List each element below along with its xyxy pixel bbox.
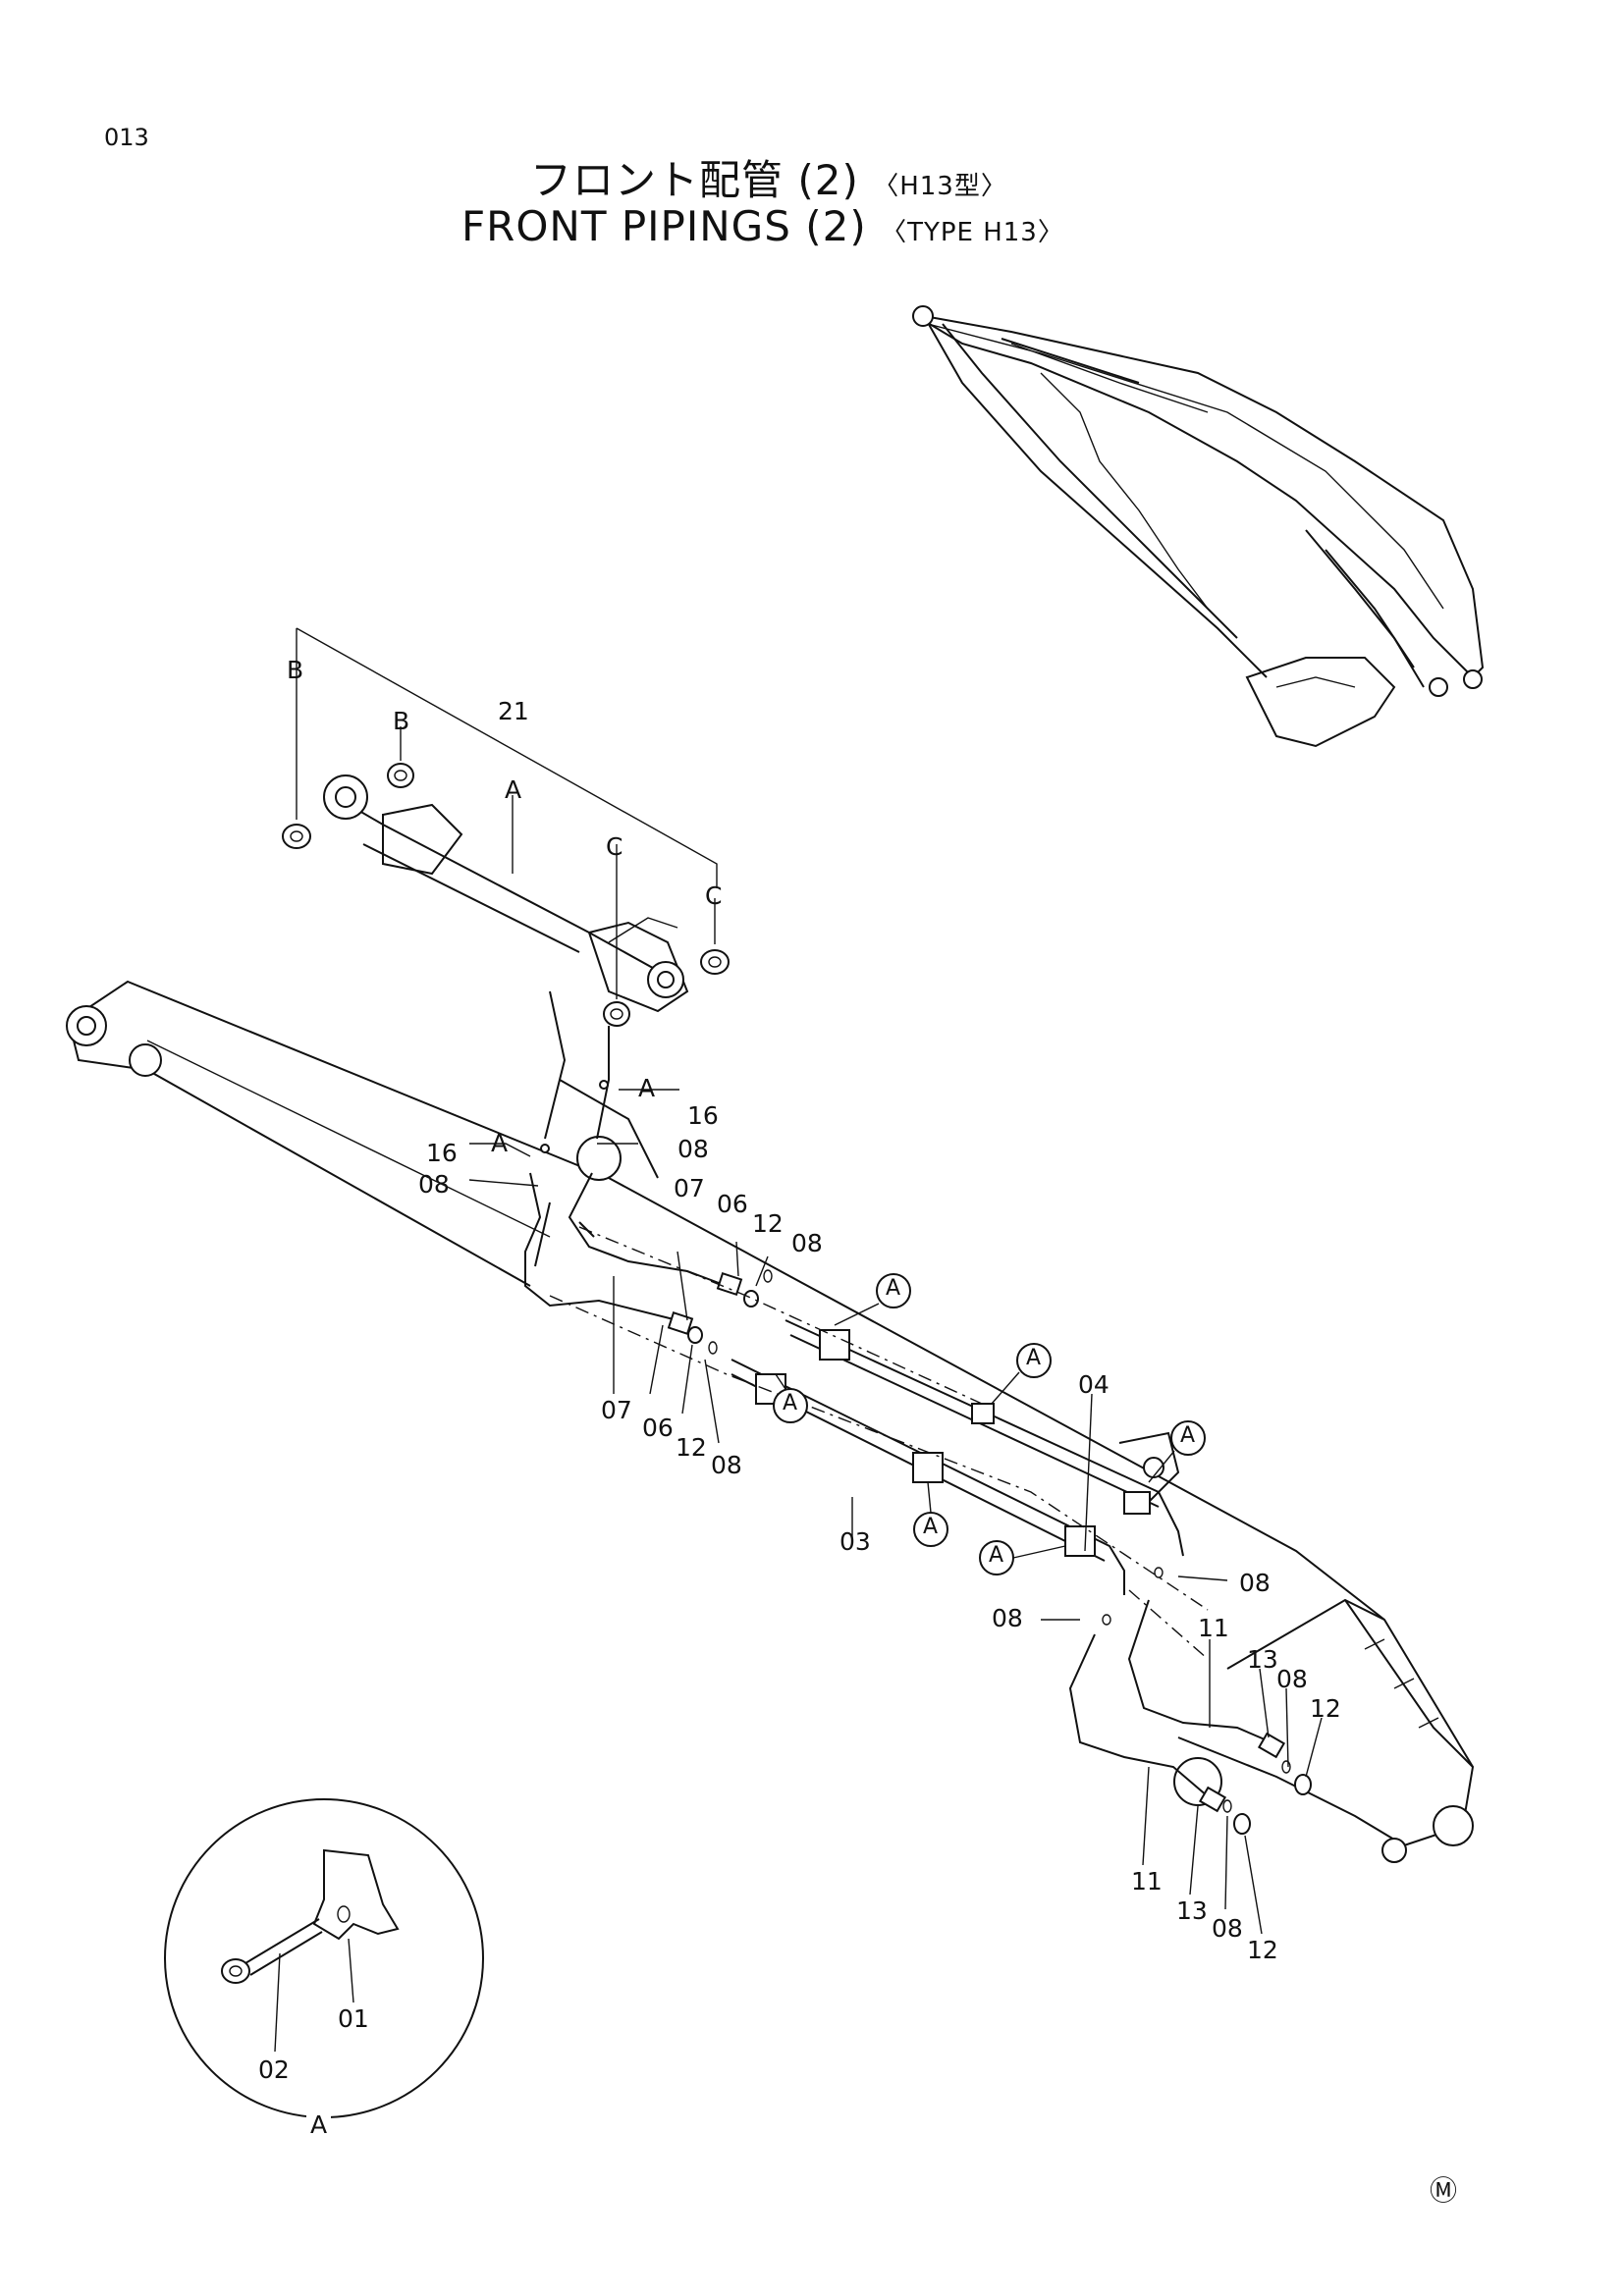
m-mark: Ⓜ xyxy=(1430,2174,1458,2207)
clamp-marker-2: A xyxy=(1026,1346,1042,1370)
title-english: FRONT PIPINGS (2) 〈TYPE H13〉 xyxy=(461,202,1064,250)
leader-brackets-top xyxy=(296,627,718,999)
cylinder-21 xyxy=(323,774,689,1013)
callout-08-hose: 08 xyxy=(1276,1665,1308,1693)
callout-03: 03 xyxy=(839,1527,871,1556)
callout-12-hose: 12 xyxy=(1310,1694,1341,1723)
callout-16-left: 16 xyxy=(426,1139,458,1167)
callout-b-2: B xyxy=(393,707,410,735)
callout-02: 02 xyxy=(258,2056,290,2084)
callout-16-right: 16 xyxy=(687,1101,719,1130)
title-jp-type: 〈H13型〉 xyxy=(873,172,1007,201)
callout-04: 04 xyxy=(1078,1370,1110,1399)
callout-07-upper: 07 xyxy=(674,1174,705,1202)
callout-a-left: A xyxy=(491,1129,509,1157)
callout-a-cylinder: A xyxy=(505,775,522,804)
title-japanese: フロント配管 (2) 〈H13型〉 xyxy=(530,147,1007,207)
callout-06-lower: 06 xyxy=(642,1414,674,1442)
callout-08-left: 08 xyxy=(418,1170,450,1199)
page-number: 013 xyxy=(104,124,149,151)
title-en-text: FRONT PIPINGS (2) xyxy=(461,202,867,250)
callout-a-right: A xyxy=(638,1074,656,1102)
pipes-03-04 xyxy=(731,1319,1184,1595)
callout-08-bottom: 08 xyxy=(1212,1914,1243,1943)
clamp-marker-6: A xyxy=(989,1543,1004,1568)
detail-view-label: A xyxy=(306,2110,332,2139)
callout-08-lower: 08 xyxy=(711,1451,742,1479)
callout-08-right: 08 xyxy=(677,1135,709,1163)
callout-08-mid-left: 08 xyxy=(992,1604,1023,1632)
title-en-type: 〈TYPE H13〉 xyxy=(881,218,1064,247)
clamp-marker-1: A xyxy=(886,1276,901,1301)
clamp-markers xyxy=(773,1273,1206,1575)
callout-12-lower: 12 xyxy=(676,1433,707,1462)
callout-01: 01 xyxy=(338,2004,369,2033)
callout-leaders xyxy=(468,1089,1323,1935)
callout-21: 21 xyxy=(498,697,529,725)
callout-c-2: C xyxy=(705,881,723,910)
clamp-marker-3: A xyxy=(1180,1423,1196,1448)
callout-12-upper: 12 xyxy=(752,1209,784,1238)
callout-08-upper: 08 xyxy=(791,1229,823,1257)
clamp-marker-5: A xyxy=(923,1515,939,1539)
callout-12-bottom: 12 xyxy=(1247,1936,1278,1964)
callout-06-upper: 06 xyxy=(717,1190,748,1218)
pin-bushings xyxy=(282,763,730,1027)
title-jp-text: フロント配管 (2) xyxy=(530,156,859,204)
callout-07-lower: 07 xyxy=(601,1396,632,1424)
callout-11-upper: 11 xyxy=(1198,1614,1229,1642)
arm-structure xyxy=(66,980,1475,1863)
callout-c-1: C xyxy=(606,832,623,861)
clamp-marker-4: A xyxy=(783,1391,798,1415)
callout-b-1: B xyxy=(287,656,304,684)
callout-13-upper: 13 xyxy=(1247,1645,1278,1674)
hoses-lower xyxy=(1068,1567,1312,1835)
centerlines xyxy=(549,1226,1209,1660)
overview-excavator-front xyxy=(912,305,1485,748)
callout-13-lower: 13 xyxy=(1176,1896,1208,1925)
callout-08-mid-right: 08 xyxy=(1239,1569,1271,1597)
hoses-upper xyxy=(524,990,773,1355)
callout-11-lower: 11 xyxy=(1131,1867,1163,1896)
